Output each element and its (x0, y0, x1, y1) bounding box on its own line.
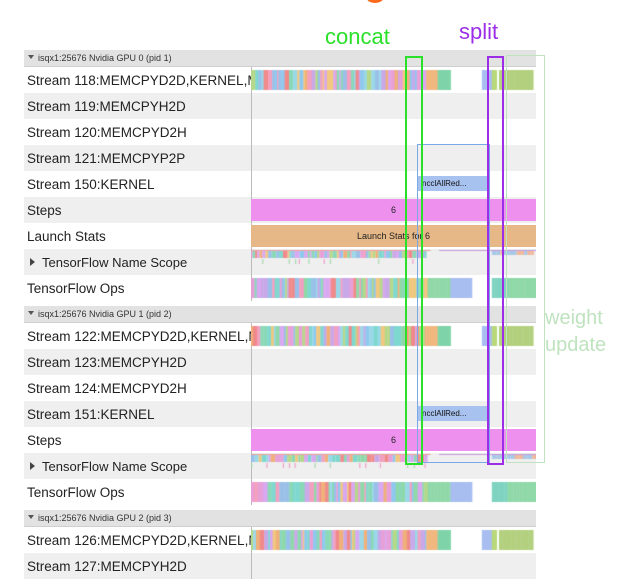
row-label: Stream 127:MEMCPYH2D (24, 558, 251, 574)
annotation-concat-label: concat (325, 24, 390, 49)
timeline-row[interactable]: Stream 150:KERNEL ncclAllRed... (24, 171, 536, 197)
timeline-row[interactable]: Stream 120:MEMCPYD2H (24, 119, 536, 145)
row-label: Stream 118:MEMCPYD2D,KERNEL,ME (24, 72, 251, 88)
steps-bar[interactable]: 6 (251, 199, 536, 221)
row-track[interactable]: 6 (251, 197, 536, 223)
timeline-row[interactable]: Steps 6 (24, 197, 536, 223)
row-label-text: Stream 122:MEMCPYD2D,KERNEL,MI (27, 328, 251, 344)
group-header-label: isqx1:25676 Nvidia GPU 1 (pid 2) (38, 309, 172, 319)
row-track[interactable] (251, 93, 536, 119)
row-label: Stream 151:KERNEL (24, 406, 251, 422)
row-label-text: Stream 127:MEMCPYH2D (27, 558, 187, 574)
timeline-row[interactable]: Stream 118:MEMCPYD2D,KERNEL,ME (24, 67, 536, 93)
row-label-text: Stream 150:KERNEL (27, 176, 155, 192)
row-track[interactable] (251, 349, 536, 375)
row-label-text: Stream 121:MEMCPYP2P (27, 150, 186, 166)
timeline-row[interactable]: TensorFlow Name Scope (24, 453, 536, 479)
row-label-text: TensorFlow Name Scope (42, 254, 188, 270)
nccl-allreduce-chip[interactable]: ncclAllRed... (418, 406, 489, 421)
row-track[interactable]: ncclAllRed... (251, 171, 536, 197)
timeline-row[interactable]: Stream 122:MEMCPYD2D,KERNEL,MI (24, 323, 536, 349)
row-track[interactable]: Launch Stats for 6 (251, 223, 536, 249)
group-separator (24, 301, 536, 306)
group-header[interactable]: isqx1:25676 Nvidia GPU 1 (pid 2) (24, 306, 536, 323)
timeline-row[interactable]: Stream 127:MEMCPYH2D (24, 553, 536, 579)
row-label: TensorFlow Ops (24, 280, 251, 296)
chevron-down-icon[interactable] (28, 515, 34, 519)
expand-twisty-icon[interactable] (30, 462, 35, 470)
timeline-row[interactable]: TensorFlow Name Scope (24, 249, 536, 275)
row-label-text: Steps (27, 202, 62, 218)
row-track[interactable] (251, 249, 536, 275)
trace-viewer-root: concat split nccl weight update isqx1:25… (24, 0, 606, 579)
timeline-row[interactable]: TensorFlow Ops (24, 275, 536, 301)
row-label-text: TensorFlow Ops (27, 484, 125, 500)
steps-value: 6 (390, 205, 396, 215)
group-header-label: isqx1:25676 Nvidia GPU 0 (pid 1) (38, 53, 172, 63)
row-label-text: Stream 126:MEMCPYD2D,KERNEL,MI (27, 532, 251, 548)
row-label-text: Stream 118:MEMCPYD2D,KERNEL,ME (27, 72, 251, 88)
row-label: Stream 124:MEMCPYD2H (24, 380, 251, 396)
timeline-row[interactable]: Stream 119:MEMCPYH2D (24, 93, 536, 119)
row-label: Stream 126:MEMCPYD2D,KERNEL,MI (24, 532, 251, 548)
row-label-text: Launch Stats (27, 228, 106, 244)
row-track[interactable]: ncclAllRed... (251, 401, 536, 427)
row-track[interactable] (251, 67, 536, 93)
row-label-text: Stream 119:MEMCPYH2D (27, 98, 186, 114)
steps-bar[interactable]: 6 (251, 429, 536, 451)
row-track[interactable] (251, 275, 536, 301)
row-track[interactable] (251, 119, 536, 145)
row-label: Stream 122:MEMCPYD2D,KERNEL,MI (24, 328, 251, 344)
launch-stats-bar[interactable]: Launch Stats for 6 (251, 225, 536, 247)
timeline-row[interactable]: Stream 121:MEMCPYP2P (24, 145, 536, 171)
row-label-text: Stream 124:MEMCPYD2H (27, 380, 187, 396)
row-label-text: Stream 151:KERNEL (27, 406, 155, 422)
row-label: TensorFlow Name Scope (24, 254, 251, 270)
row-label: Steps (24, 432, 251, 448)
timeline-panel: isqx1:25676 Nvidia GPU 0 (pid 1) Stream 1… (24, 50, 536, 579)
timeline-row[interactable]: Stream 151:KERNEL ncclAllRed... (24, 401, 536, 427)
row-track[interactable] (251, 375, 536, 401)
row-label: TensorFlow Ops (24, 484, 251, 500)
row-label-text: Stream 120:MEMCPYD2H (27, 124, 187, 140)
group-header[interactable]: isqx1:25676 Nvidia GPU 0 (pid 1) (24, 50, 536, 67)
timeline-row[interactable]: Steps 6 (24, 427, 536, 453)
row-label: Stream 121:MEMCPYP2P (24, 150, 251, 166)
expand-twisty-icon[interactable] (30, 258, 35, 266)
annotation-weight-update-label: weight update (545, 305, 606, 359)
row-track[interactable] (251, 553, 536, 579)
chevron-down-icon[interactable] (28, 311, 34, 315)
group-header[interactable]: isqx1:25676 Nvidia GPU 2 (pid 3) (24, 510, 536, 527)
annotation-weight-update-line1: weight (545, 307, 603, 329)
row-track[interactable]: 6 (251, 427, 536, 453)
row-label: Launch Stats (24, 228, 251, 244)
timeline-row[interactable]: Stream 124:MEMCPYD2H (24, 375, 536, 401)
row-label: Stream 120:MEMCPYD2H (24, 124, 251, 140)
chevron-down-icon[interactable] (28, 55, 34, 59)
steps-value: 6 (390, 435, 396, 445)
nccl-allreduce-chip[interactable]: ncclAllRed... (418, 176, 489, 191)
annotation-weight-update-line2: update (545, 334, 607, 356)
row-label: Stream 123:MEMCPYH2D (24, 354, 251, 370)
group-header-label: isqx1:25676 Nvidia GPU 2 (pid 3) (38, 513, 172, 523)
row-label-text: TensorFlow Ops (27, 280, 125, 296)
row-track[interactable] (251, 453, 536, 479)
timeline-row[interactable]: TensorFlow Ops (24, 479, 536, 505)
orange-marker-icon (367, 0, 383, 3)
row-track[interactable] (251, 145, 536, 171)
annotation-split-label: split (459, 19, 499, 44)
row-label-text: Stream 123:MEMCPYH2D (27, 354, 187, 370)
row-label: Steps (24, 202, 251, 218)
row-label-text: Steps (27, 432, 62, 448)
timeline-row[interactable]: Stream 123:MEMCPYH2D (24, 349, 536, 375)
row-track[interactable] (251, 323, 536, 349)
row-track[interactable] (251, 527, 536, 553)
row-track[interactable] (251, 479, 536, 505)
row-label: Stream 150:KERNEL (24, 176, 251, 192)
timeline-row[interactable]: Launch Stats Launch Stats for 6 (24, 223, 536, 249)
row-label: Stream 119:MEMCPYH2D (24, 98, 251, 114)
launch-stats-value: Launch Stats for 6 (356, 231, 431, 241)
timeline-row[interactable]: Stream 126:MEMCPYD2D,KERNEL,MI (24, 527, 536, 553)
